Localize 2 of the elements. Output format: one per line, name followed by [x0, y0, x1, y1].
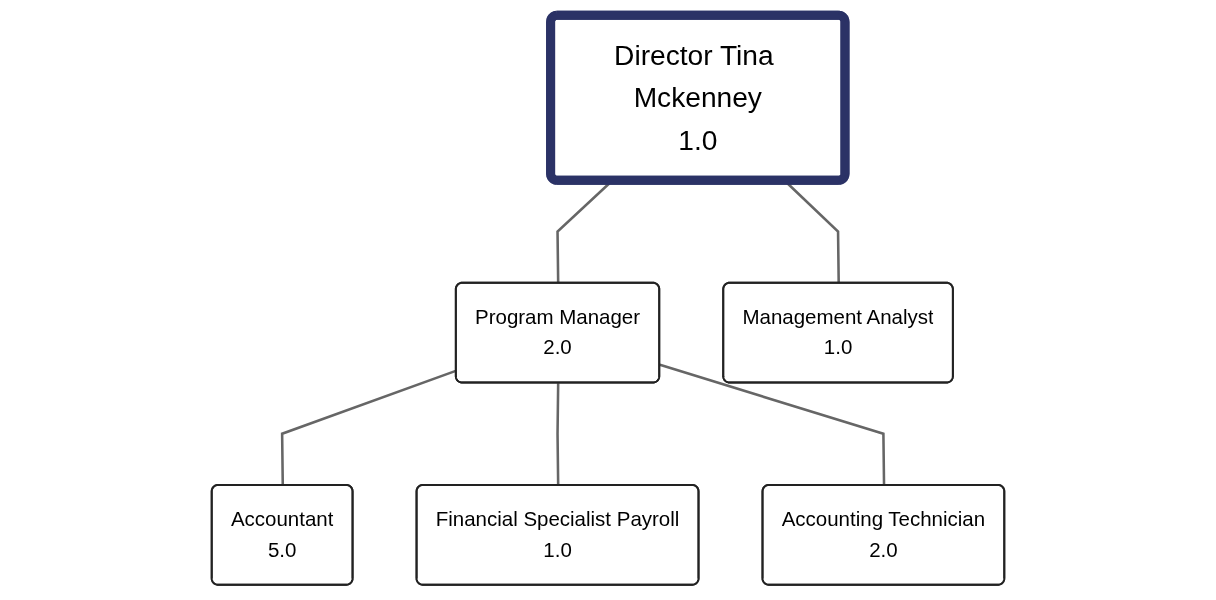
connector — [659, 363, 886, 486]
connector — [556, 383, 560, 486]
